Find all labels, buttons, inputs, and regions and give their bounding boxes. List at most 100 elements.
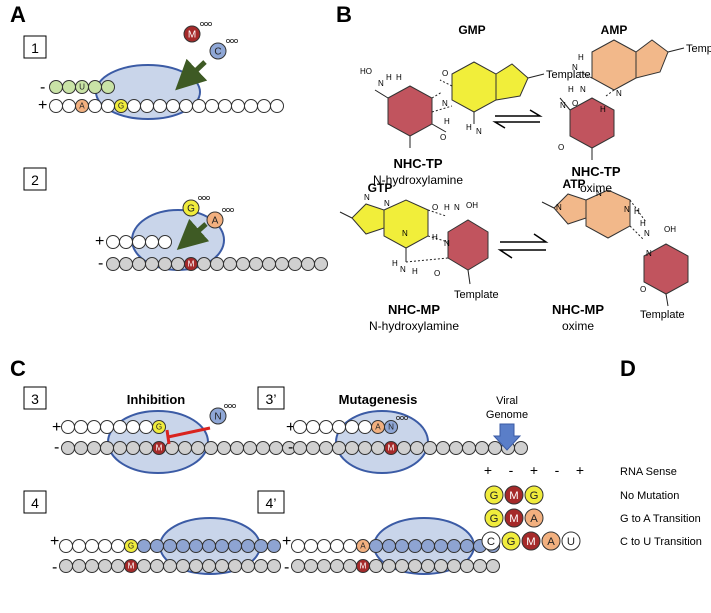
svg-text:4: 4 — [31, 495, 39, 511]
svg-text:G: G — [530, 490, 539, 502]
template-label: Template — [454, 289, 499, 301]
nucleotide-m: M — [124, 559, 138, 573]
template-label: Template — [546, 69, 591, 81]
svg-text:3: 3 — [31, 391, 39, 407]
nucleotide-bead — [150, 539, 164, 553]
nhc-tp-label: NHC-TP — [571, 164, 620, 179]
nucleotide-bead — [163, 559, 177, 573]
nucleotide-g: G — [114, 99, 128, 113]
nucleotide-bead — [215, 539, 229, 553]
svg-text:N: N — [596, 189, 602, 198]
svg-text:4’: 4’ — [266, 495, 277, 511]
nucleotide-bead — [319, 441, 333, 455]
nucleotide-g: G — [501, 531, 521, 551]
svg-text:O: O — [432, 203, 438, 212]
nucleotide-bead — [153, 99, 167, 113]
n-hydroxylamine-label: N-hydroxylamine — [369, 319, 459, 333]
nucleotide-bead — [275, 257, 289, 271]
nucleotide-bead — [218, 99, 232, 113]
nucleotide-bead — [270, 99, 284, 113]
svg-text:O: O — [558, 143, 564, 152]
nucleotide-bead — [395, 539, 409, 553]
svg-text:3’: 3’ — [266, 391, 277, 407]
nucleotide-bead — [288, 257, 302, 271]
nucleotide-bead — [158, 235, 172, 249]
nhc-mp-label: NHC-MP — [552, 302, 604, 317]
nucleotide-bead — [382, 559, 396, 573]
svg-text:H: H — [432, 233, 438, 242]
nucleotide-g: G — [484, 485, 504, 505]
nucleotide-bead — [447, 559, 461, 573]
svg-text:H: H — [600, 105, 606, 114]
nucleotide-u: U — [561, 531, 581, 551]
nucleotide-bead — [267, 539, 281, 553]
adenine-6ring — [585, 189, 631, 239]
nucleotide-bead — [436, 441, 450, 455]
nucleotide-c: C — [481, 531, 501, 551]
svg-text:O: O — [440, 133, 446, 142]
nucleotide-bead — [191, 441, 205, 455]
nucleotide-bead — [189, 559, 203, 573]
nucleotide-a: A — [356, 539, 370, 553]
svg-text:C: C — [214, 46, 221, 57]
nucleotide-bead — [319, 420, 333, 434]
nucleotide-bead — [217, 441, 231, 455]
svg-text:N: N — [214, 411, 221, 422]
svg-text:H: H — [634, 207, 640, 216]
nucleotide-bead — [369, 559, 383, 573]
nucleotide-bead — [210, 257, 224, 271]
nucleotide-bead — [382, 539, 396, 553]
nucleotide-bead — [236, 257, 250, 271]
incorporation-arrow — [175, 58, 208, 91]
svg-text:G: G — [156, 423, 162, 432]
nucleotide-bead — [189, 539, 203, 553]
nucleotide-bead — [171, 257, 185, 271]
nucleotide-bead — [254, 559, 268, 573]
svg-text:N: N — [364, 193, 370, 202]
svg-text:U: U — [79, 83, 85, 92]
template-strand: M — [106, 257, 328, 271]
nucleotide-bead — [113, 420, 127, 434]
svg-text:2: 2 — [31, 172, 39, 188]
svg-text:N: N — [454, 203, 460, 212]
nucleotide-bead — [254, 539, 268, 553]
nucleotide-bead — [249, 257, 263, 271]
nucleotide-bead — [137, 539, 151, 553]
nucleotide-bead — [140, 99, 154, 113]
adenine-5ring — [635, 39, 669, 79]
nucleotide-bead — [139, 441, 153, 455]
nucleotide-bead — [119, 257, 133, 271]
nucleotide-bead — [330, 539, 344, 553]
adenine-6ring — [591, 39, 637, 91]
step-box-3: 3 — [23, 386, 47, 410]
svg-text:H: H — [396, 73, 402, 82]
nucleotide-bead — [434, 539, 448, 553]
svg-text:+: + — [286, 419, 295, 436]
nucleotide-bead — [139, 420, 153, 434]
nucleotide-bead — [408, 559, 422, 573]
nucleotide-bead — [330, 559, 344, 573]
svg-text:M: M — [509, 490, 518, 502]
nucleotide-bead — [317, 539, 331, 553]
nucleotide-a: A — [75, 99, 89, 113]
nucleotide-g: G — [182, 199, 200, 217]
svg-text:H: H — [412, 267, 418, 276]
nucleotide-bead — [410, 441, 424, 455]
nucleotide-bead — [449, 441, 463, 455]
oxime-label: oxime — [562, 319, 594, 333]
nucleotide-bead — [371, 441, 385, 455]
nucleotide-bead — [228, 539, 242, 553]
svg-text:A: A — [530, 513, 538, 525]
nucleotide-bead — [475, 441, 489, 455]
nucleotide-bead — [304, 559, 318, 573]
svg-text:M: M — [388, 444, 395, 453]
nucleotide-bead — [106, 235, 120, 249]
nucleotide-bead — [447, 539, 461, 553]
nucleotide-bead — [204, 441, 218, 455]
svg-text:M: M — [509, 513, 518, 525]
nucleotide-bead — [257, 99, 271, 113]
nucleotide-bead — [88, 99, 102, 113]
svg-text:-: - — [98, 255, 103, 272]
svg-text:U: U — [567, 536, 575, 548]
